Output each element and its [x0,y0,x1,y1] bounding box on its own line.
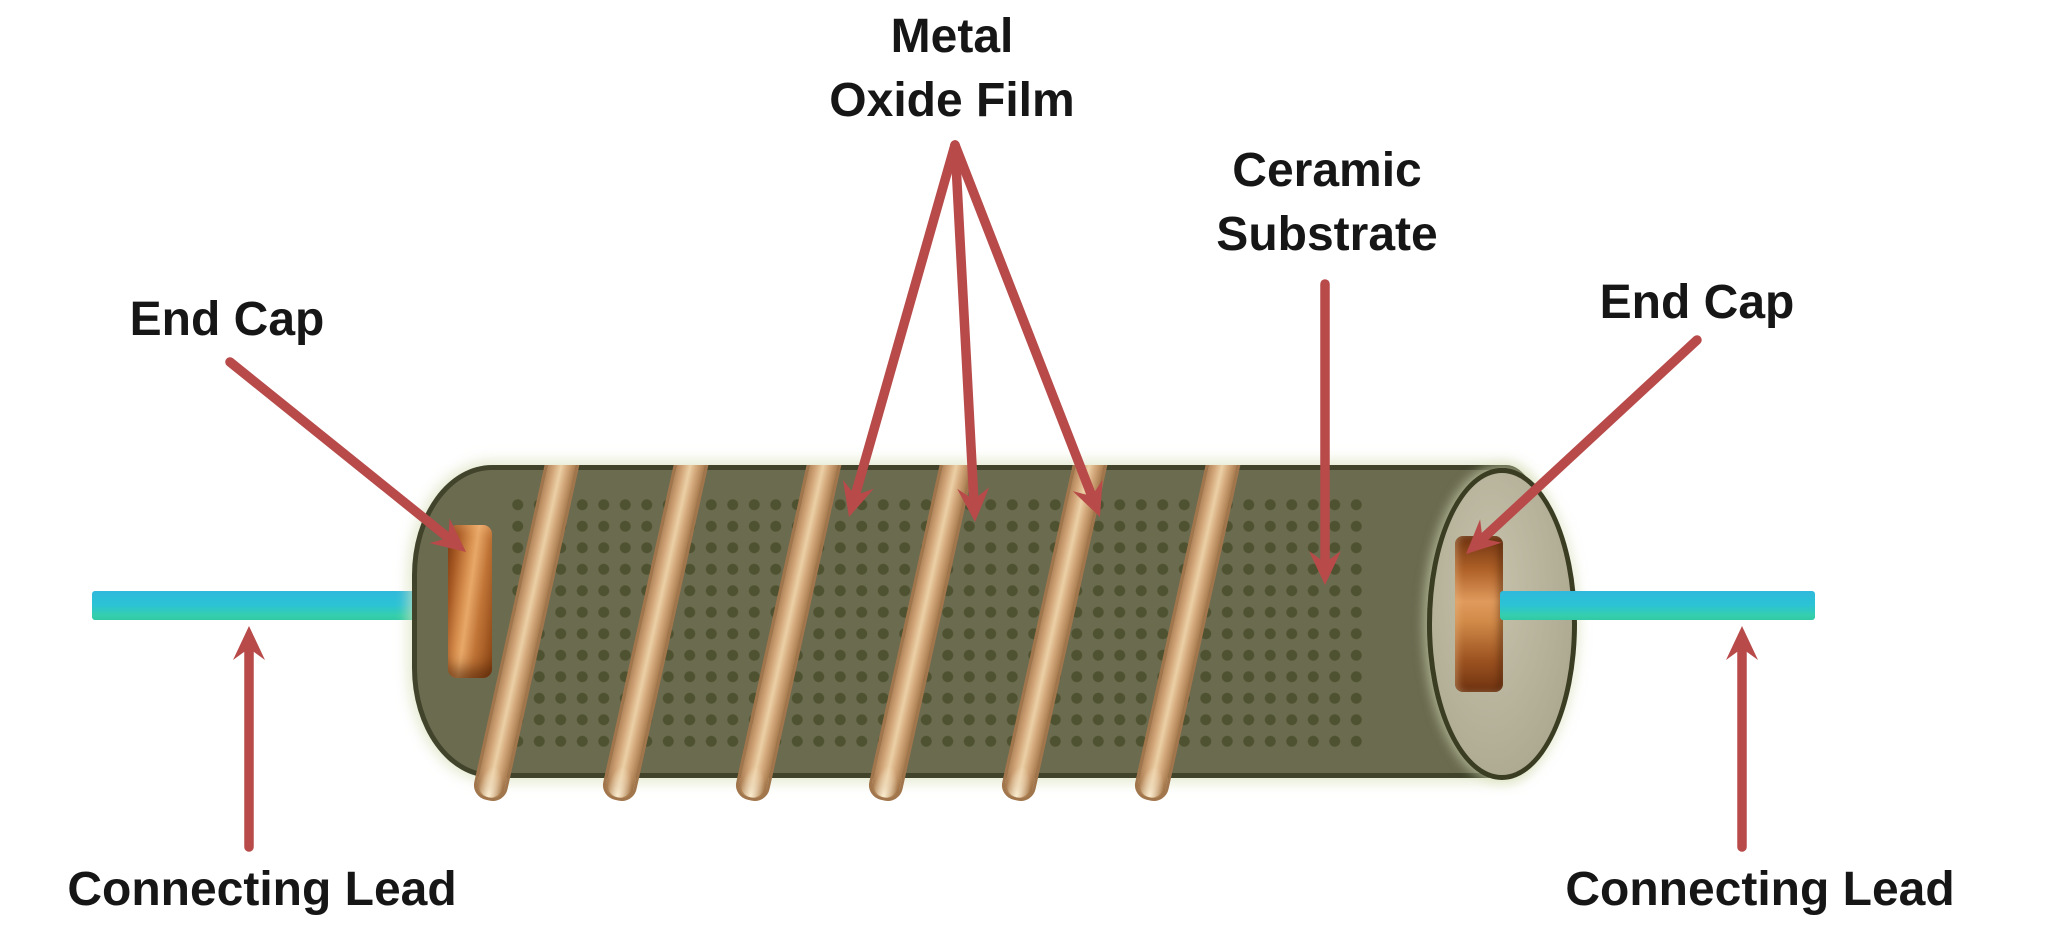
arrow-metal-oxide-film-3-line [950,140,1098,505]
end-cap-left [448,525,492,678]
arrow-connecting-lead-right-head [1726,626,1758,660]
arrow-metal-oxide-film-1-line [849,140,960,504]
arrow-end-cap-left-line [225,357,457,546]
label-line: Ceramic [1232,144,1422,197]
label-line: Oxide Film [829,74,1075,127]
arrow-end-cap-right-head [1466,519,1502,554]
arrow-end-cap-left-head [429,518,466,552]
label-end-cap-right: End Cap [1599,276,1795,329]
arrow-metal-oxide-film-2-head [957,487,990,522]
label-ceramic-substrate: Ceramic Substrate [1216,139,1437,267]
label-end-cap-left: End Cap [129,293,325,346]
label-connecting-lead-right: Connecting Lead [1565,863,1955,916]
end-cap-right [1455,536,1503,692]
arrow-metal-oxide-film-3-head [1072,479,1103,517]
connecting-lead-right-wire [1500,591,1815,620]
label-connecting-lead-left: Connecting Lead [67,863,457,916]
arrow-end-cap-right-line [1474,335,1702,547]
arrow-metal-oxide-film-2-line [950,140,979,509]
arrow-connecting-lead-left-head [233,626,265,660]
label-line: Substrate [1216,208,1438,261]
label-line: Metal [890,10,1014,63]
label-metal-oxide-film: Metal Oxide Film [829,5,1074,133]
arrow-metal-oxide-film-1-head [842,479,874,517]
arrow-ceramic-substrate-head [1309,551,1341,585]
connecting-lead-left-wire [92,591,452,620]
